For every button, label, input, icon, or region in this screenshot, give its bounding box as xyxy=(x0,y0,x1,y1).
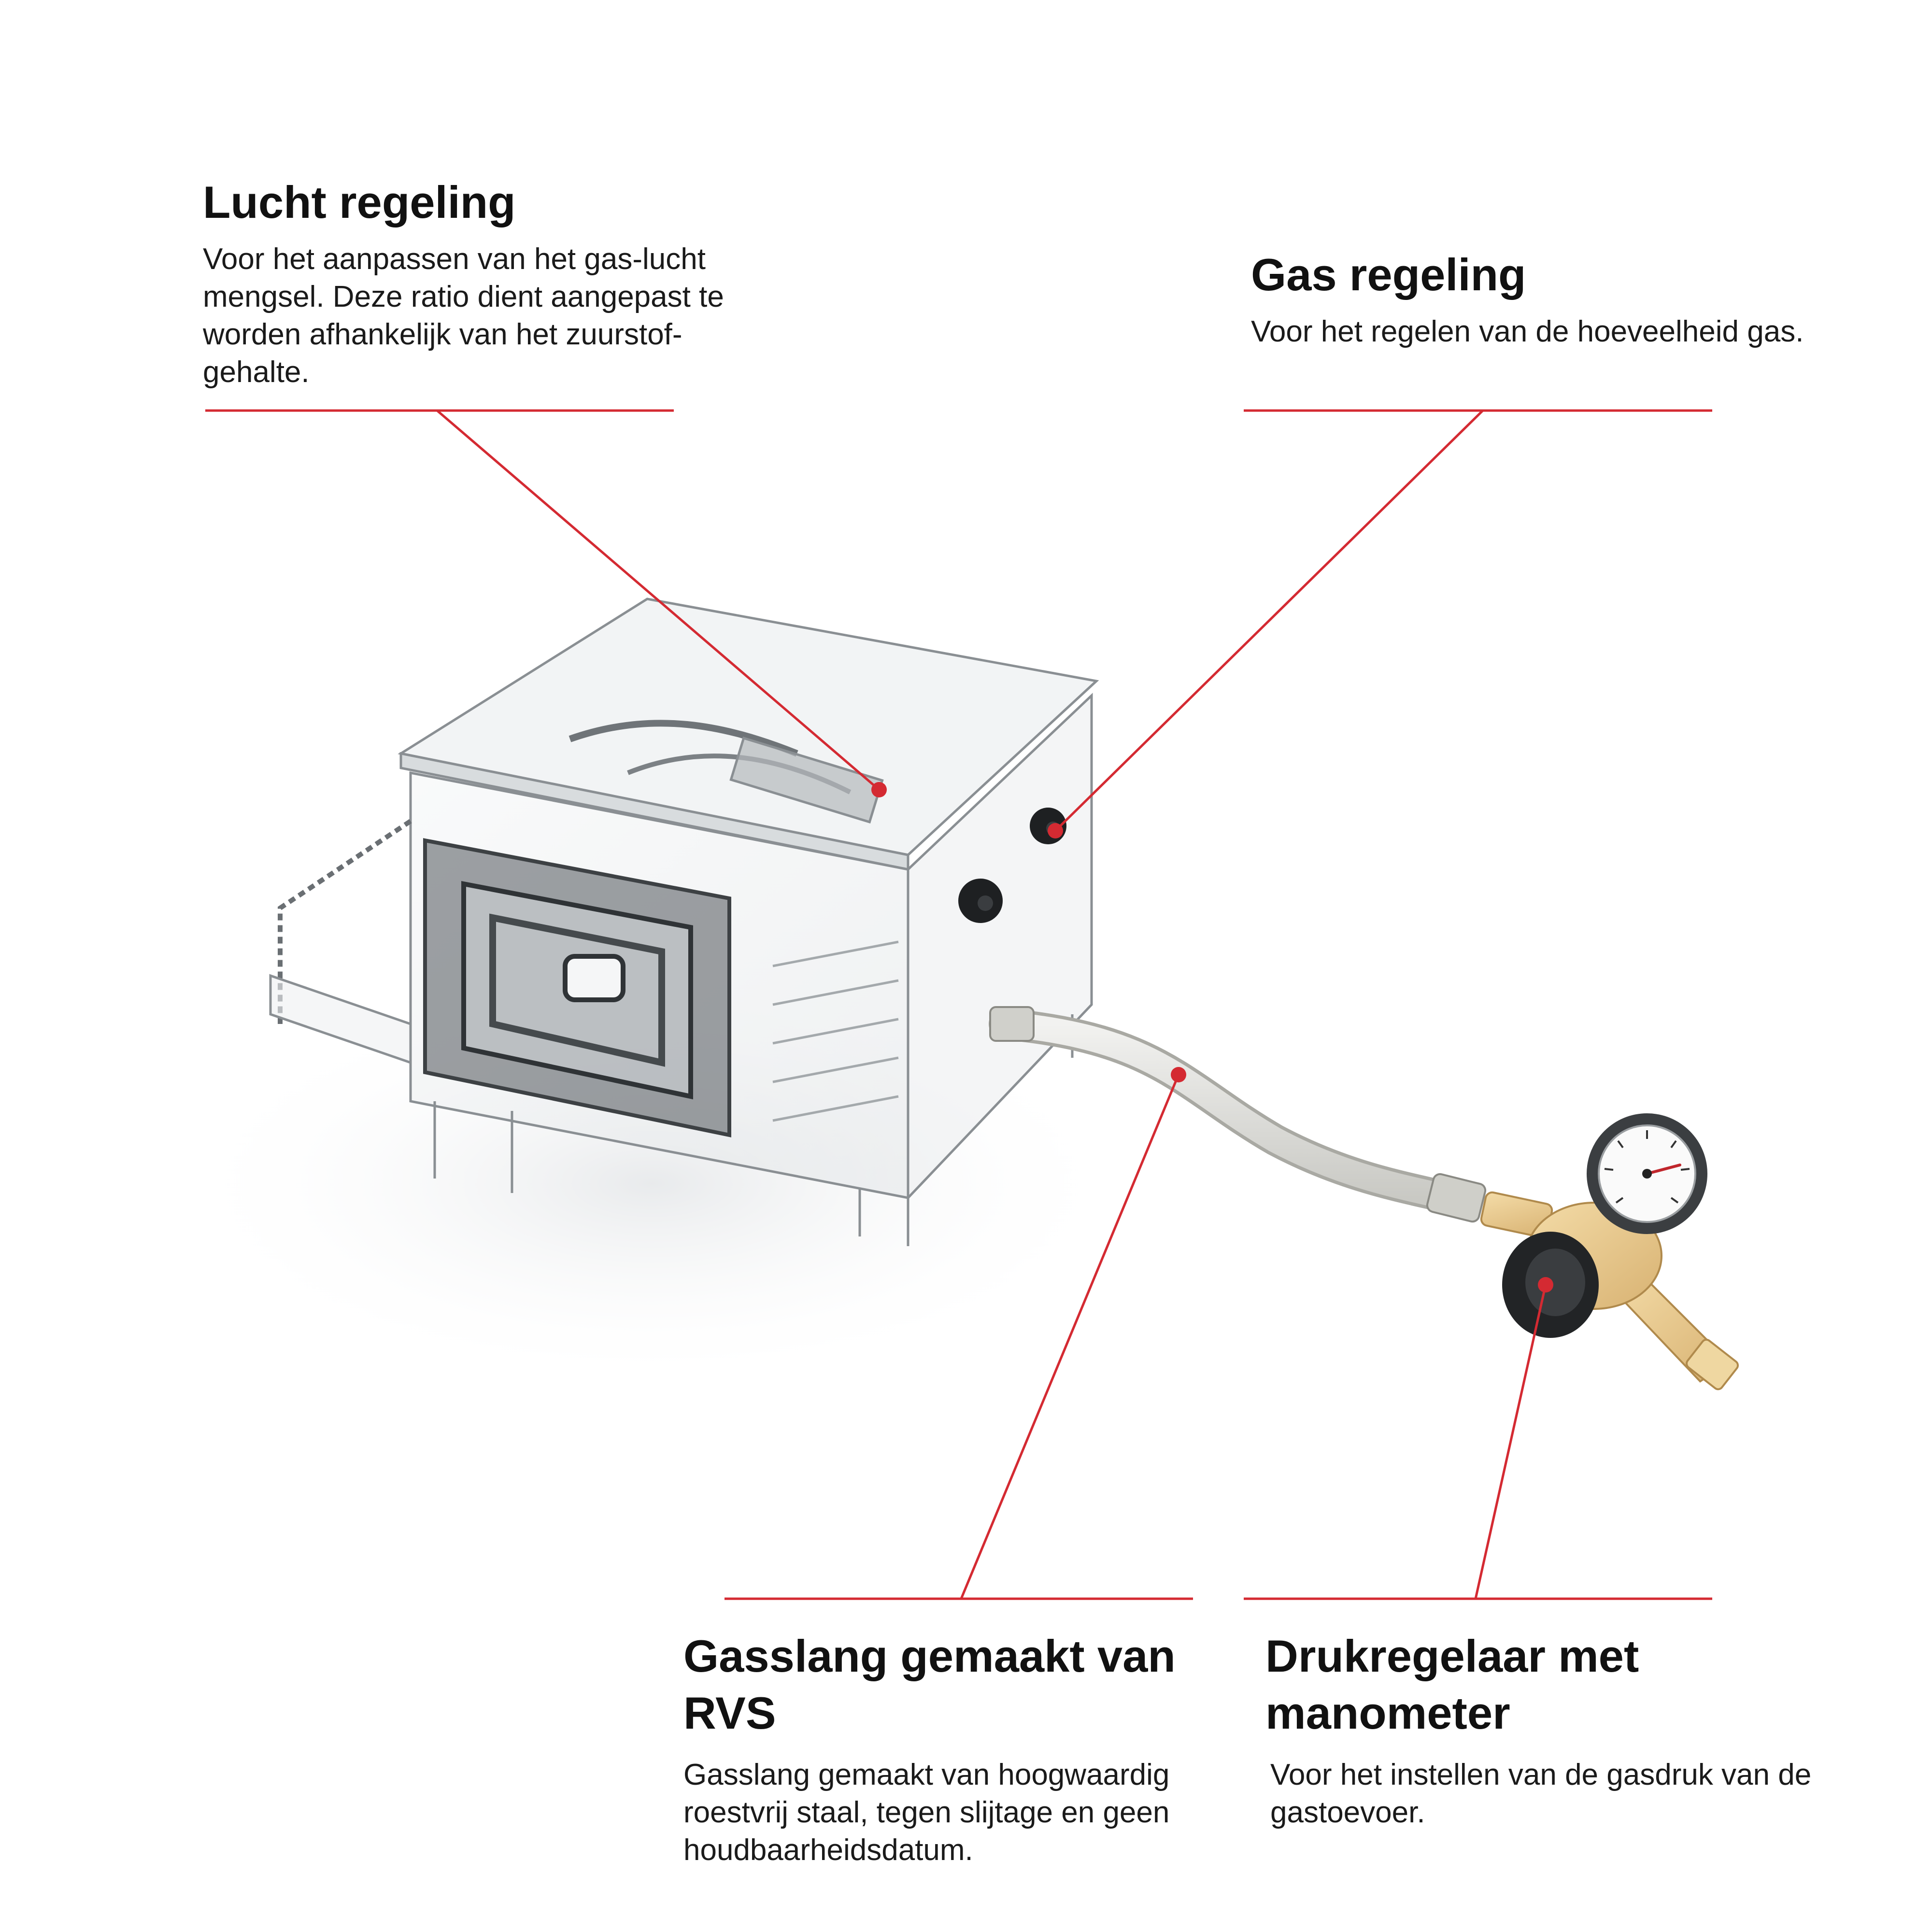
regulator-nut xyxy=(1686,1338,1739,1391)
callout-leader-lucht xyxy=(436,410,880,791)
shelf-slat xyxy=(772,979,899,1006)
manometer-hub xyxy=(1642,1169,1652,1179)
callout-dots xyxy=(871,782,1553,1293)
shelf-slat xyxy=(772,1056,899,1083)
regulator-knob-face xyxy=(1525,1249,1585,1316)
burner-grate xyxy=(729,736,884,824)
hose-fitting xyxy=(1426,1173,1487,1223)
callout-lucht-regeling: Lucht regeling Voor het aanpassen van he… xyxy=(203,174,782,391)
callout-leader-gas xyxy=(1054,410,1484,832)
manometer-ticks xyxy=(1604,1130,1690,1204)
callout-title: Gas regeling xyxy=(1251,249,1526,300)
gas-hose-illustration xyxy=(989,1006,1487,1223)
callout-dot-lucht xyxy=(871,782,887,797)
shelf-slat xyxy=(772,1095,899,1122)
callout-drukregelaar: Drukregelaar met manometer Voor het inst… xyxy=(1265,1628,1845,1832)
callout-body: Voor het instellen van de gasdruk van de… xyxy=(1270,1758,1812,1829)
callout-title: Lucht regeling xyxy=(203,177,516,227)
callout-dot-druk xyxy=(1538,1277,1553,1293)
callout-gasslang: Gasslang gemaakt van RVS Gasslang gemaak… xyxy=(683,1628,1244,1869)
oven-unit-illustration xyxy=(269,597,1099,1246)
door-handle xyxy=(563,954,625,1002)
callout-title: Gasslang gemaakt van RVS xyxy=(683,1631,1176,1738)
callout-title: Drukregelaar met manometer xyxy=(1265,1631,1639,1738)
shelf-slat xyxy=(772,940,899,967)
callout-body: Voor het aanpassen van het gas-lucht men… xyxy=(203,242,724,389)
callout-dot-slang xyxy=(1171,1067,1186,1082)
shelf-slat xyxy=(772,1018,899,1045)
callout-lines xyxy=(205,409,1712,1600)
hose-highlight xyxy=(992,1011,1462,1210)
callout-body: Voor het regelen van de hoeveelheid gas. xyxy=(1251,315,1804,348)
hose-fitting xyxy=(989,1006,1035,1042)
callout-body: Gasslang gemaakt van hoogwaardig roestvr… xyxy=(683,1758,1170,1867)
side-tray xyxy=(269,974,412,1065)
callout-leader-slang xyxy=(960,1074,1180,1599)
manometer-needle xyxy=(1646,1164,1681,1175)
door-inner-frame xyxy=(489,913,665,1067)
internal-pipe xyxy=(568,720,798,757)
air-knob-center xyxy=(978,895,993,911)
callout-dot-gas xyxy=(1048,823,1063,838)
pressure-regulator-illustration xyxy=(1480,1113,1739,1391)
callout-leader-druk xyxy=(1474,1284,1547,1599)
callout-gas-regeling: Gas regeling Voor het regelen van de hoe… xyxy=(1251,246,1831,351)
